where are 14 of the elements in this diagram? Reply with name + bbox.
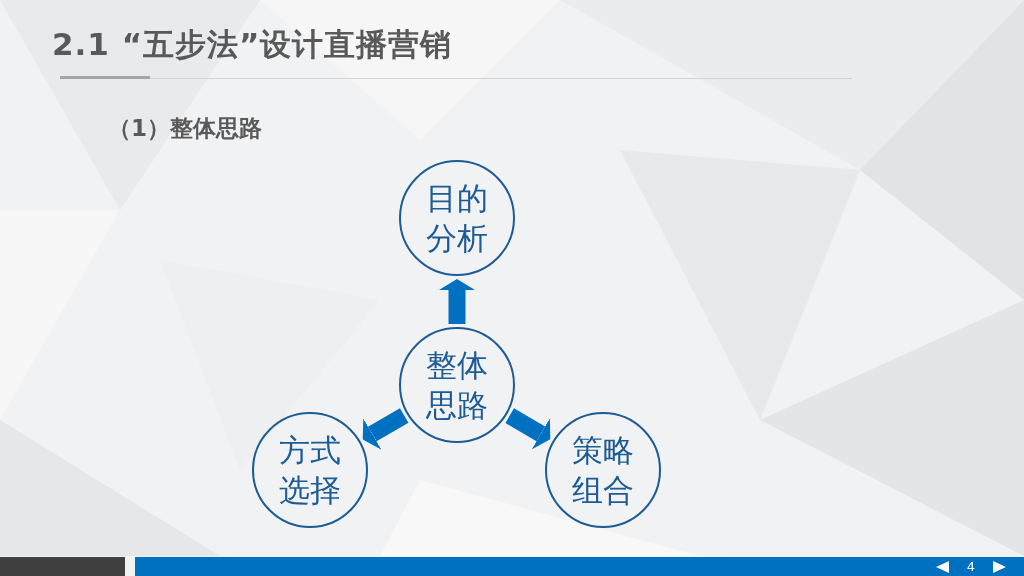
circle-node xyxy=(399,327,515,443)
circle-node xyxy=(399,160,515,276)
page-number: 4 xyxy=(966,559,975,574)
node-label: 方式选择 xyxy=(278,430,342,510)
circle-node xyxy=(545,412,661,528)
node-label: 目的分析 xyxy=(425,178,489,258)
node-label: 整体思路 xyxy=(425,345,489,425)
block-arrow xyxy=(362,408,409,450)
circle-node xyxy=(252,412,368,528)
node-label: 策略组合 xyxy=(571,430,635,510)
slide-title: 2.1 “五步法”设计直播营销 xyxy=(52,25,453,64)
block-arrow xyxy=(439,279,475,324)
section-heading: （1）整体思路 xyxy=(108,114,262,143)
block-arrow xyxy=(505,408,551,450)
